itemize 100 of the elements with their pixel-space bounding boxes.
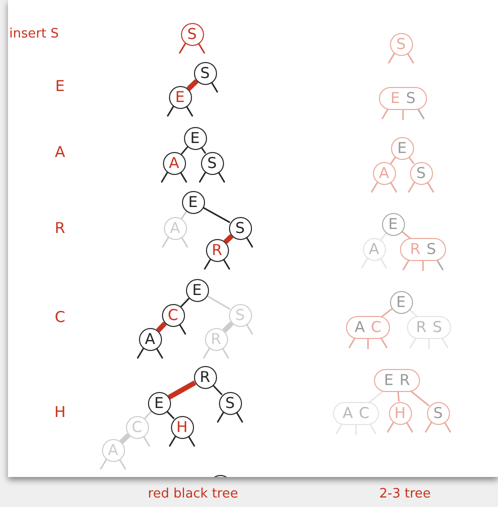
tree-link (120, 433, 130, 444)
null-link (386, 422, 394, 433)
tree-node: E (182, 190, 204, 214)
tree-link (144, 410, 152, 420)
tree-node: R (206, 238, 228, 262)
node-key: S (406, 90, 416, 106)
tree-node: A (362, 238, 386, 260)
tree-link (206, 295, 230, 310)
null-link (417, 108, 425, 120)
null-link (406, 53, 414, 64)
null-link (118, 459, 126, 470)
null-link (370, 182, 378, 193)
null-link (246, 324, 254, 335)
null-link (180, 172, 188, 183)
tree-link (380, 308, 392, 318)
null-link (100, 459, 108, 470)
tree-node: E (168, 86, 192, 108)
tree-node: S (228, 216, 252, 240)
null-link (136, 348, 144, 359)
tree-link (380, 232, 387, 240)
null-link (168, 436, 176, 447)
tree-link (397, 391, 400, 402)
null-link (402, 260, 410, 270)
tree-link (401, 230, 412, 240)
null-link (360, 258, 368, 269)
null-link (380, 258, 388, 269)
tree-node: S (390, 32, 412, 56)
tree-link (409, 309, 418, 318)
two-key-node (346, 316, 390, 338)
tree-node: H (388, 402, 412, 424)
two-key-node (400, 238, 446, 260)
tree-node: S (410, 162, 432, 184)
null-link (188, 436, 196, 447)
null-link (198, 172, 206, 183)
node-key: R (400, 372, 410, 388)
tree-link (168, 380, 196, 400)
null-link (162, 237, 170, 248)
null-link (202, 348, 210, 359)
node-key: E (390, 90, 400, 106)
tree-node: E (382, 212, 404, 236)
null-link (388, 53, 396, 64)
step-label: insert S (9, 26, 59, 42)
null-link (406, 422, 414, 433)
tree-link (368, 389, 386, 404)
tree-link (212, 384, 223, 396)
panel-caption: red black tree (148, 486, 238, 502)
step-label: A (54, 143, 66, 161)
null-link (426, 182, 434, 193)
step-label: R (54, 219, 66, 237)
tree-node: H (170, 416, 194, 438)
null-link (381, 108, 389, 120)
two-key-node (374, 368, 420, 392)
tree-node: S (426, 402, 450, 424)
tree-link (224, 234, 234, 244)
tree-link (408, 389, 430, 406)
null-link (186, 106, 194, 117)
null-link (380, 338, 388, 348)
node-key: R (416, 320, 426, 334)
null-link (441, 338, 449, 348)
null-link (198, 43, 206, 54)
tree-link (202, 206, 230, 224)
null-link (408, 182, 416, 193)
two-key-node (407, 316, 451, 338)
node-key: E (384, 372, 394, 388)
null-link (160, 172, 168, 183)
node-key: C (358, 406, 370, 420)
null-link (409, 338, 417, 348)
null-link (348, 338, 356, 348)
null-link (236, 412, 244, 423)
panel-caption: 2-3 tree (379, 486, 431, 502)
step-label: E (55, 77, 65, 95)
null-link (166, 106, 174, 117)
null-link (367, 338, 369, 349)
tree-node: E (390, 136, 414, 160)
tree-link (408, 156, 415, 164)
tree-link (186, 79, 198, 91)
null-link (222, 259, 230, 270)
tree-node: R (194, 366, 216, 388)
null-link (204, 259, 212, 270)
tree-link (180, 211, 188, 219)
tree-link (180, 146, 188, 155)
tree-link (180, 298, 190, 308)
tree-node: E (148, 392, 170, 414)
tree-node: A (162, 152, 186, 174)
tree-link (156, 322, 167, 332)
null-link (156, 348, 164, 359)
step-label: C (54, 308, 66, 326)
tree-link (390, 156, 396, 164)
node-key: C (370, 320, 382, 334)
null-link (436, 260, 444, 270)
two-key-node (379, 86, 427, 110)
tree-node: S (200, 152, 224, 174)
tree-node: S (194, 62, 216, 84)
tree-node: E (390, 290, 412, 314)
node-key: A (354, 320, 365, 334)
tree-link (166, 410, 175, 420)
null-link (444, 422, 452, 433)
node-key: S (426, 242, 436, 256)
tree-node: E (186, 278, 208, 302)
tree-node: S (218, 392, 242, 414)
